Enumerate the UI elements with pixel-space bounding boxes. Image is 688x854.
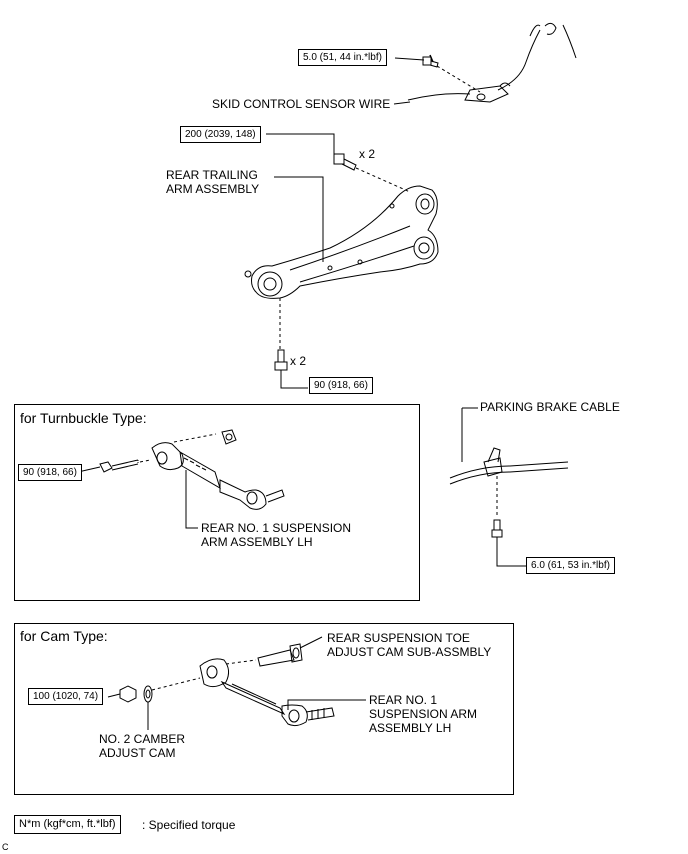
quantity-upper: x 2: [359, 147, 376, 161]
label-camber-cam-line2: ADJUST CAM: [99, 746, 176, 760]
skid-sensor-wire-part: [407, 22, 577, 103]
turnbuckle-type-title: for Turnbuckle Type:: [20, 410, 147, 426]
trailing-arm-upper-bolt: [333, 153, 357, 171]
torque-box-turnbuckle-bolt: 90 (918, 66): [18, 464, 82, 481]
label-rear-trailing-arm-line2: ARM ASSEMBLY: [166, 182, 260, 196]
torque-box-brake-cable-bolt: 6.0 (61, 53 in.*lbf): [526, 557, 615, 574]
label-cam-arm-line3: ASSEMBLY LH: [369, 721, 452, 735]
cam-type-panel: [14, 623, 514, 795]
label-skid-control-sensor-wire: SKID CONTROL SENSOR WIRE: [212, 97, 391, 111]
leader-lines: [77, 57, 526, 730]
turnbuckle-arm-part: [99, 429, 285, 510]
label-rear-trailing-arm-line1: REAR TRAILING: [166, 168, 258, 182]
cam-type-arm-part: [119, 643, 335, 727]
rear-trailing-arm-part: [244, 185, 439, 299]
sensor-bolt: [422, 56, 439, 68]
label-toe-adjust-cam-line2: ADJUST CAM SUB-ASSMBLY: [327, 645, 492, 659]
brake-cable-bolt: [491, 519, 503, 538]
turnbuckle-type-panel: [14, 404, 420, 601]
label-camber-cam-line1: NO. 2 CAMBER: [99, 732, 186, 746]
torque-box-trailing-upper: 200 (2039, 148): [180, 126, 261, 143]
label-toe-adjust-cam-line1: REAR SUSPENSION TOE: [327, 631, 470, 645]
label-turnbuckle-arm-line2: ARM ASSEMBLY LH: [201, 535, 313, 549]
torque-box-trailing-lower: 90 (918, 66): [309, 377, 373, 394]
legend-meaning: : Specified torque: [142, 818, 236, 832]
label-turnbuckle-arm-line1: REAR NO. 1 SUSPENSION: [201, 521, 352, 535]
quantity-lower: x 2: [290, 354, 307, 368]
trailing-arm-lower-bolt: [274, 349, 288, 371]
label-cam-arm-line2: SUSPENSION ARM: [369, 707, 478, 721]
legend-unit-box: N*m (kgf*cm, ft.*lbf): [14, 815, 121, 834]
label-parking-brake-cable: PARKING BRAKE CABLE: [480, 400, 620, 414]
cam-type-title: for Cam Type:: [20, 628, 108, 644]
parking-brake-cable-part: [449, 447, 569, 485]
corner-mark: C: [2, 842, 9, 852]
torque-box-cam-bolt: 100 (1020, 74): [28, 688, 104, 705]
label-cam-arm-line1: REAR NO. 1: [369, 693, 438, 707]
torque-box-sensor-bolt: 5.0 (51, 44 in.*lbf): [298, 49, 387, 66]
